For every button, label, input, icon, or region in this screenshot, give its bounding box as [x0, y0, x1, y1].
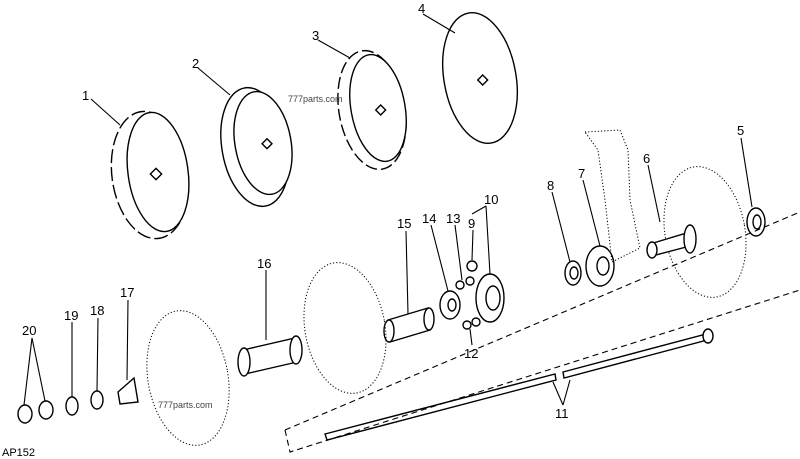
callout-17: 17: [120, 285, 134, 300]
watermark-bottom: 777parts.com: [158, 400, 213, 410]
part-9-nut: [466, 260, 478, 272]
part-11-shaft: [284, 211, 800, 453]
part-8-nut: [564, 260, 582, 286]
left-dotted-disc: [146, 310, 230, 446]
part-10-flange: [475, 273, 505, 323]
part-14-bearing: [439, 290, 461, 320]
callout-6: 6: [643, 151, 650, 166]
frame-bracket: [584, 129, 641, 263]
part-17-cone-hub: [117, 376, 139, 405]
callout-5: 5: [737, 123, 744, 138]
watermark-top: 777parts.com: [288, 94, 343, 104]
middle-dotted-disc: [303, 262, 387, 394]
part-4-large-disc: [442, 12, 518, 144]
callout-2: 2: [192, 56, 199, 71]
callout-15: 15: [397, 216, 411, 231]
callout-9: 9: [468, 216, 475, 231]
part-2-smooth-disc: [220, 86, 293, 208]
part-18-washer: [90, 390, 104, 410]
callout-10: 10: [484, 192, 498, 207]
callout-1: 1: [82, 88, 89, 103]
callout-12: 12: [464, 346, 478, 361]
callout-13: 13: [446, 211, 460, 226]
callout-16: 16: [257, 256, 271, 271]
callout-20: 20: [22, 323, 36, 338]
part-3-notched-disc: [337, 49, 407, 171]
figure-code: AP152: [2, 447, 35, 459]
callout-8: 8: [547, 178, 554, 193]
part-12-nuts: [462, 317, 481, 330]
part-5-washer: [746, 207, 766, 237]
part-20-nuts: [17, 400, 54, 424]
part-13-bolts: [455, 276, 475, 290]
part-19-washer: [65, 396, 79, 416]
callout-18: 18: [90, 303, 104, 318]
part-6-spool-and-disc: [646, 166, 747, 298]
callout-14: 14: [422, 211, 436, 226]
callout-7: 7: [578, 166, 585, 181]
part-7-flange-hub: [585, 245, 615, 287]
callout-labels: 1 2 3 4 5 6 7 8 9 10 11 12 13 14 15 16 1…: [22, 1, 744, 421]
part-15-tube: [383, 307, 435, 343]
callout-19: 19: [64, 308, 78, 323]
callout-3: 3: [312, 28, 319, 43]
callout-4: 4: [418, 1, 425, 16]
leader-lines: [23, 13, 753, 406]
callout-11: 11: [555, 406, 569, 421]
part-1-notched-disc: [110, 110, 190, 240]
part-16-spool: [237, 335, 303, 377]
